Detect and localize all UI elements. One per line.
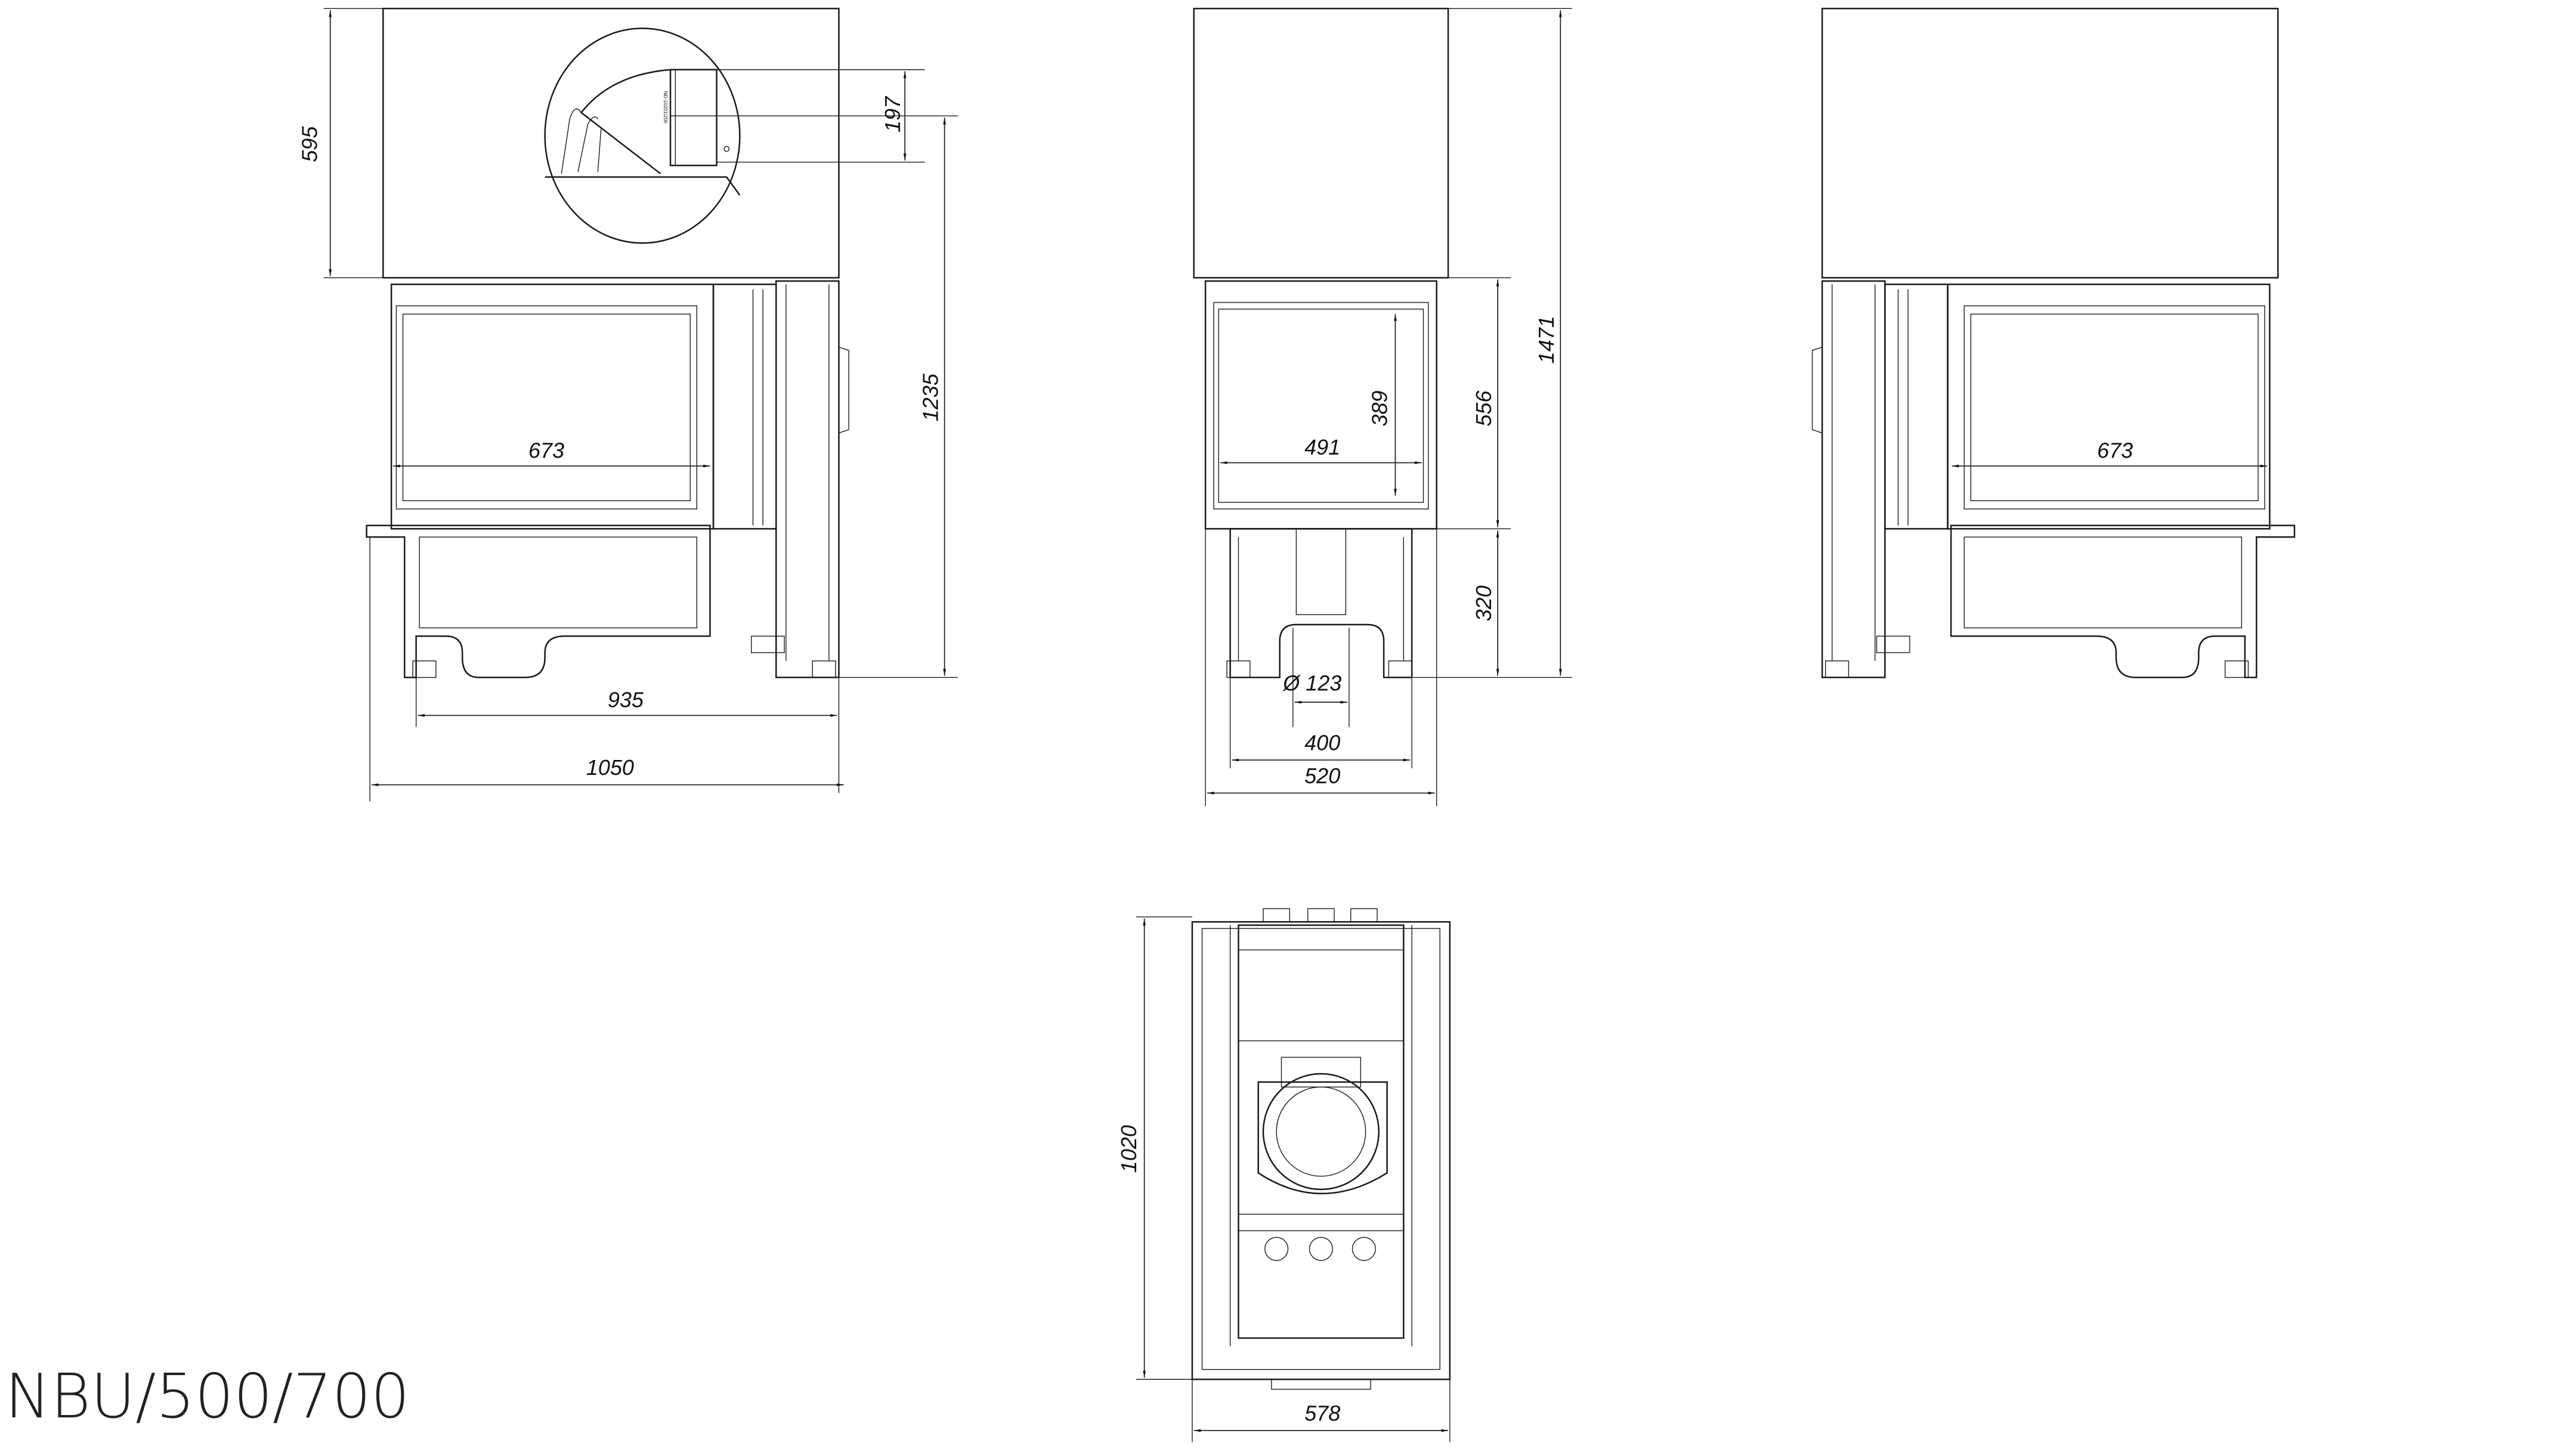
detail-part-label: ND-10201/200 [663,91,669,123]
dim-389: 389 [1368,391,1392,427]
dim-556: 556 [1471,390,1496,427]
dim-673-right: 673 [2097,438,2133,462]
front-view: 389 491 556 320 1471 Ø 123 400 520 [1193,8,1572,807]
dim-578: 578 [1304,1401,1340,1425]
dim-197: 197 [880,95,905,132]
dim-1235: 1235 [919,373,943,421]
dim-400: 400 [1304,730,1340,755]
left-side-view: ND-10201/200 595 197 1235 673 935 1050 [298,8,958,802]
dim-1020: 1020 [1117,1125,1141,1173]
dim-flue-123: Ø 123 [1282,671,1341,696]
dim-491: 491 [1304,435,1340,459]
dim-1471: 1471 [1534,316,1558,364]
dim-520: 520 [1304,764,1340,788]
flue-detail-circle: ND-10201/200 [544,27,741,244]
right-side-view: 673 [1811,8,2296,678]
dim-935: 935 [608,687,644,712]
dim-1050: 1050 [586,755,634,780]
model-title: NBU/500/700 [5,1361,410,1432]
plan-view: 1020 578 [1117,908,1451,1442]
dim-320: 320 [1471,585,1496,621]
dim-595: 595 [298,126,322,162]
dim-673-left: 673 [528,438,564,462]
